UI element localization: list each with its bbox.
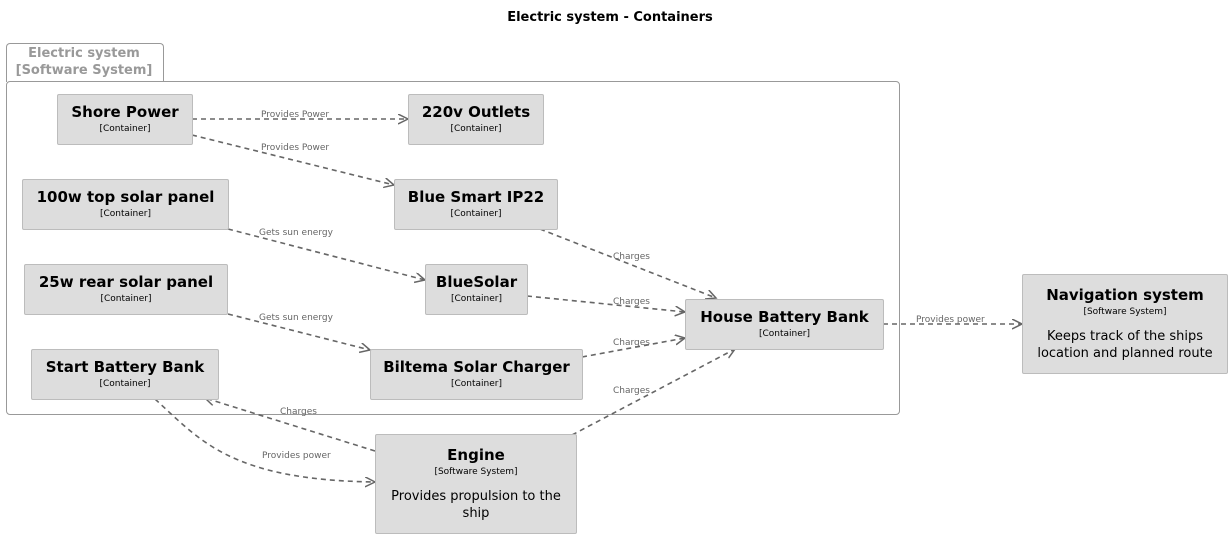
node-name: Shore Power (71, 103, 179, 121)
node-100w-top-solar-panel[interactable]: 100w top solar panel [Container] (22, 179, 229, 230)
node-type: [Software System] (434, 466, 518, 477)
edge-label: Provides Power (261, 143, 329, 153)
node-name: Blue Smart IP22 (407, 188, 545, 206)
node-start-battery-bank[interactable]: Start Battery Bank [Container] (31, 349, 219, 400)
edge-engine-startbattery (205, 398, 376, 452)
node-name: Biltema Solar Charger (383, 358, 570, 376)
diagram-title: Electric system - Containers (507, 10, 713, 25)
node-name: Navigation system (1046, 285, 1204, 304)
node-type: [Container] (100, 294, 152, 304)
node-name: 100w top solar panel (36, 188, 215, 206)
edge-topsolar-bluesolar (227, 228, 425, 280)
edge-label: Provides power (916, 315, 985, 325)
node-blue-smart-ip22[interactable]: Blue Smart IP22 [Container] (394, 179, 558, 230)
edge-rearsolar-biltema (227, 313, 370, 350)
boundary-tab (6, 43, 164, 82)
edge-label: Provides power (262, 451, 331, 461)
boundary-name: Electric system (28, 46, 140, 61)
edge-label: Charges (613, 252, 650, 262)
node-type: [Container] (450, 379, 502, 389)
node-type: [Container] (99, 209, 151, 219)
boundary-label: Electric system [Software System] (6, 45, 162, 79)
node-biltema-solar-charger[interactable]: Biltema Solar Charger [Container] (370, 349, 583, 400)
edge-label: Charges (613, 297, 650, 307)
node-type: [Container] (99, 124, 151, 134)
edge-label: Provides Power (261, 110, 329, 120)
node-navigation-system[interactable]: Navigation system [Software System] Keep… (1022, 274, 1228, 374)
electric-system-boundary (6, 81, 900, 415)
edge-startbattery-engine (154, 398, 375, 482)
node-type: [Container] (450, 124, 502, 134)
node-type: [Container] (758, 329, 810, 339)
edge-label: Gets sun energy (259, 228, 334, 238)
node-description: Keeps track of the ships location and pl… (1037, 328, 1213, 361)
node-name: BlueSolar (435, 273, 518, 291)
edge-shore-bluesmart (191, 134, 394, 185)
edge-bluesmart-house (539, 228, 716, 298)
node-description: Provides propulsion to the ship (391, 488, 561, 521)
edge-label: Charges (613, 338, 650, 348)
edge-label: Charges (280, 407, 317, 417)
node-name: 220v Outlets (421, 103, 531, 121)
node-type: [Container] (450, 209, 502, 219)
edge-engine-house (571, 349, 735, 436)
node-shore-power[interactable]: Shore Power [Container] (57, 94, 193, 145)
node-name: House Battery Bank (700, 308, 869, 326)
node-house-battery-bank[interactable]: House Battery Bank [Container] (685, 299, 884, 350)
node-bluesolar[interactable]: BlueSolar [Container] (425, 264, 528, 315)
node-type: [Container] (99, 379, 151, 389)
node-name: 25w rear solar panel (38, 273, 214, 291)
node-220v-outlets[interactable]: 220v Outlets [Container] (408, 94, 544, 145)
node-name: Start Battery Bank (45, 358, 205, 376)
node-name: Engine (447, 445, 505, 464)
edge-label: Gets sun energy (259, 313, 334, 323)
node-engine[interactable]: Engine [Software System] Provides propul… (375, 434, 577, 534)
node-type: [Container] (450, 294, 502, 304)
node-25w-rear-solar-panel[interactable]: 25w rear solar panel [Container] (24, 264, 228, 315)
node-type: [Software System] (1083, 306, 1167, 317)
edge-label: Charges (613, 386, 650, 396)
edge-bluesolar-house (526, 295, 685, 312)
boundary-type: [Software System] (15, 63, 153, 78)
